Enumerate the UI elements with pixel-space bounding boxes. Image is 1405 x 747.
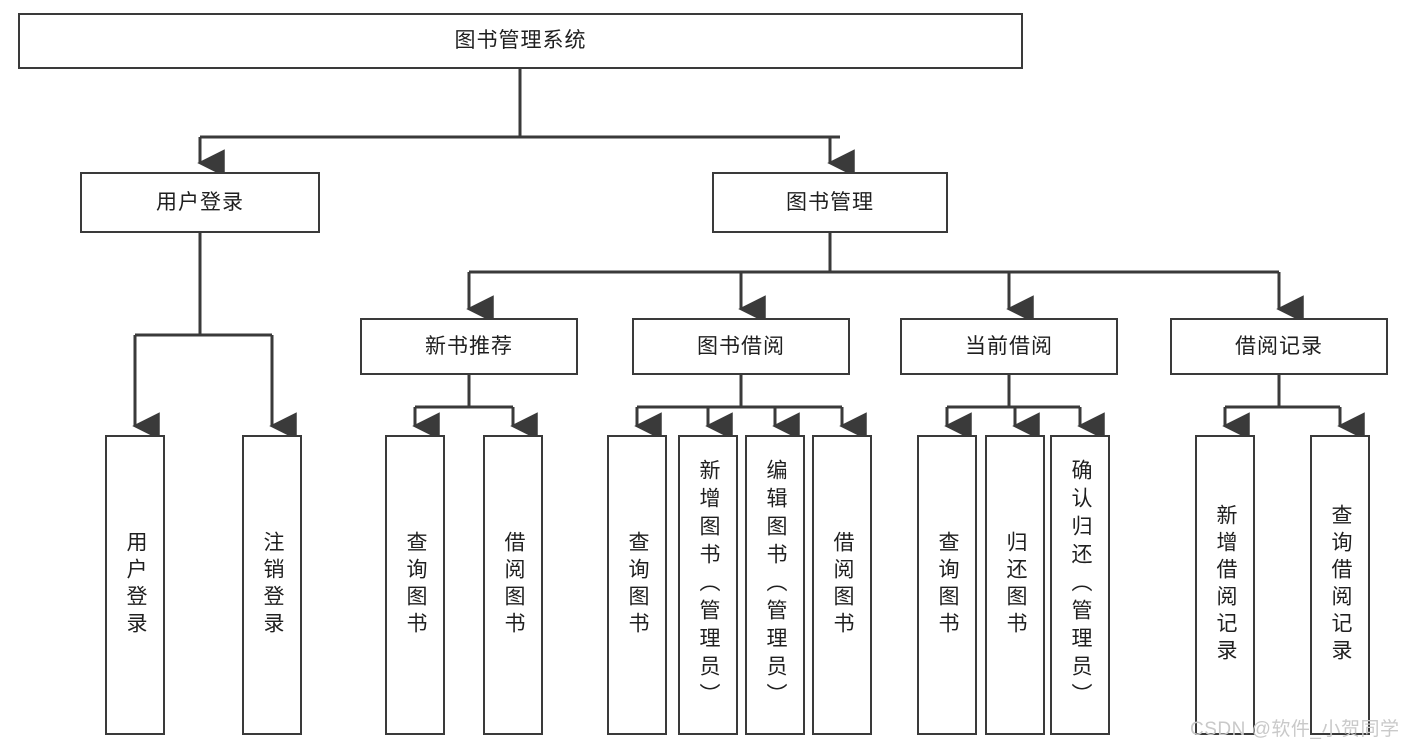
node-leaf-edit-book-label: 编辑图书（管理员） — [764, 459, 788, 711]
node-book-manage-label: 图书管理 — [786, 190, 874, 214]
node-user-login-label: 用户登录 — [156, 190, 244, 214]
node-leaf-user-login-label: 用户登录 — [124, 531, 148, 639]
csdn-watermark: CSDN @软件_小贺同学 — [1190, 719, 1400, 740]
node-leaf-user-logout-label: 注销登录 — [261, 531, 285, 639]
node-leaf-confirm-return[interactable]: 确认归还（管理员） — [1050, 435, 1110, 735]
node-leaf-add-record-label: 新增借阅记录 — [1214, 504, 1238, 666]
node-leaf-add-book[interactable]: 新增图书（管理员） — [678, 435, 738, 735]
node-leaf-query-record[interactable]: 查询借阅记录 — [1310, 435, 1370, 735]
node-leaf-confirm-return-label: 确认归还（管理员） — [1069, 459, 1093, 711]
node-leaf-borrow-book-label: 借阅图书 — [831, 531, 855, 639]
node-book-manage[interactable]: 图书管理 — [712, 172, 948, 233]
node-leaf-query-book-rec-label: 查询图书 — [404, 531, 428, 639]
node-current-borrow-label: 当前借阅 — [965, 334, 1053, 358]
node-leaf-borrow-book-rec[interactable]: 借阅图书 — [483, 435, 543, 735]
node-leaf-return-book[interactable]: 归还图书 — [985, 435, 1045, 735]
node-leaf-return-book-label: 归还图书 — [1004, 531, 1028, 639]
node-leaf-query-record-label: 查询借阅记录 — [1329, 504, 1353, 666]
node-borrow-record[interactable]: 借阅记录 — [1170, 318, 1388, 375]
node-root[interactable]: 图书管理系统 — [18, 13, 1023, 69]
node-leaf-user-login[interactable]: 用户登录 — [105, 435, 165, 735]
node-root-label: 图书管理系统 — [454, 29, 587, 53]
node-borrow-record-label: 借阅记录 — [1235, 334, 1323, 358]
node-book-borrow[interactable]: 图书借阅 — [632, 318, 850, 375]
node-leaf-edit-book[interactable]: 编辑图书（管理员） — [745, 435, 805, 735]
node-leaf-add-record[interactable]: 新增借阅记录 — [1195, 435, 1255, 735]
node-user-login[interactable]: 用户登录 — [80, 172, 320, 233]
node-leaf-query-book-cur-label: 查询图书 — [936, 531, 960, 639]
node-leaf-query-book-borrow-label: 查询图书 — [626, 531, 650, 639]
node-book-borrow-label: 图书借阅 — [697, 334, 785, 358]
node-new-book-rec[interactable]: 新书推荐 — [360, 318, 578, 375]
node-new-book-rec-label: 新书推荐 — [425, 334, 513, 358]
node-current-borrow[interactable]: 当前借阅 — [900, 318, 1118, 375]
node-leaf-query-book-rec[interactable]: 查询图书 — [385, 435, 445, 735]
node-leaf-user-logout[interactable]: 注销登录 — [242, 435, 302, 735]
node-leaf-query-book-cur[interactable]: 查询图书 — [917, 435, 977, 735]
node-leaf-query-book-borrow[interactable]: 查询图书 — [607, 435, 667, 735]
node-leaf-borrow-book[interactable]: 借阅图书 — [812, 435, 872, 735]
node-leaf-borrow-book-rec-label: 借阅图书 — [502, 531, 526, 639]
node-leaf-add-book-label: 新增图书（管理员） — [697, 459, 721, 711]
